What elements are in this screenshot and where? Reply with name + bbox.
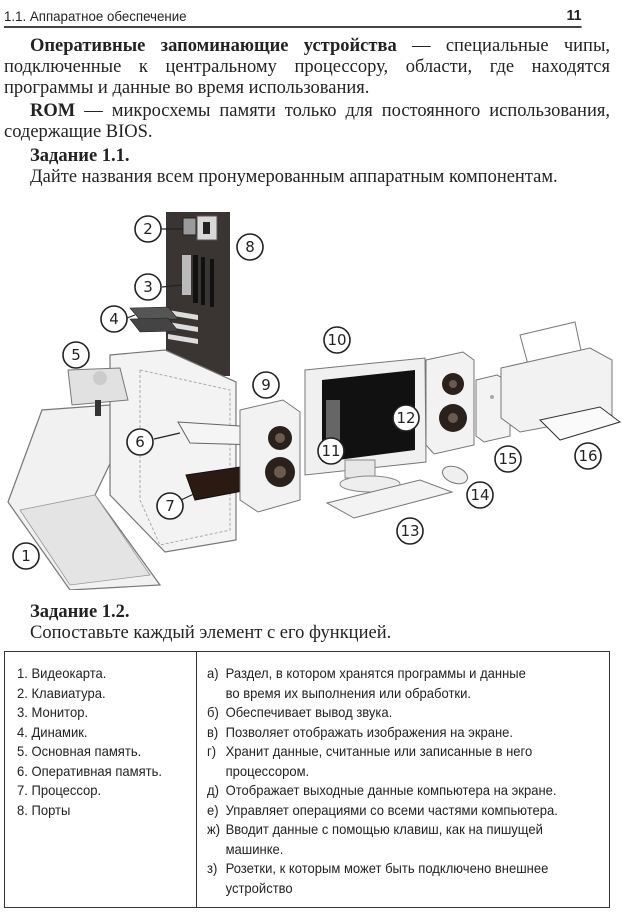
function-item-e: е) Управляет операциями со всеми частями … [207, 801, 573, 821]
callout-label: 7 [165, 497, 175, 515]
function-letter: в) [207, 723, 219, 740]
function-text: Хранит данные, считанные или записанные … [225, 743, 533, 759]
task-1-2-instruction: Сопоставьте каждый элемент с его функцие… [30, 623, 392, 643]
function-text: устройство [225, 879, 293, 896]
function-letter: е) [207, 801, 219, 818]
function-letter: д) [207, 782, 219, 798]
function-text: Вводит данные с помощью клавиш, как на п… [225, 821, 543, 837]
definition-rom: — микросхемы памяти только для постоянно… [4, 101, 610, 142]
function-text: Управляет операциями со всеми частями ко… [225, 801, 558, 818]
callout-label: 14 [470, 486, 489, 504]
task-1-2: Задание 1.2. Сопоставьте каждый элемент … [30, 602, 391, 644]
element-item: 3. Монитор. [17, 704, 89, 720]
callout-label: 15 [498, 450, 517, 468]
callout-label: 3 [143, 278, 153, 296]
task-1-2-title: Задание 1.2. [30, 602, 130, 622]
matching-table: 1. Видеокарта. 2. Клавиатура. 3. Монитор… [4, 651, 610, 908]
printer-illustration [500, 321, 622, 441]
element-item: 6. Оперативная память. [17, 762, 163, 779]
callout-label: 5 [71, 346, 81, 364]
term-ram: Оперативные запоминающие устройства [30, 36, 397, 56]
callout-16: 16 [574, 442, 602, 470]
callout-label: 8 [245, 238, 255, 256]
callout-label: 16 [578, 447, 597, 465]
element-item: 4. Динамик. [17, 723, 88, 740]
function-item-d: д) Отображает выходные данные компьютера … [207, 781, 573, 801]
function-item-z: з) Розетки, к которым может быть подключе… [207, 859, 573, 898]
term-rom: ROM [30, 101, 76, 121]
callout-4: 4 [100, 305, 128, 333]
callout-label: 9 [261, 376, 271, 394]
task-1-1: Задание 1.1. Дайте названия всем пронуме… [30, 146, 558, 188]
callout-12: 12 [392, 404, 420, 432]
callout-11: 11 [317, 437, 345, 465]
element-item: 8. Порты [17, 801, 71, 818]
callout-14: 14 [466, 481, 494, 509]
task-1-1-instruction: Дайте названия всем пронумерованным аппа… [30, 167, 558, 187]
function-text: Раздел, в котором хранятся программы и д… [225, 665, 526, 681]
function-text: процессором. [225, 762, 310, 779]
paragraph-ram: Оперативные запоминающие устройства — сп… [4, 36, 610, 99]
keyboard-illustration [325, 479, 454, 519]
callout-5: 5 [62, 341, 90, 369]
callout-label: 4 [109, 310, 119, 328]
callout-label: 2 [143, 220, 153, 238]
element-item: 5. Основная память. [17, 743, 142, 759]
functions-column: а) Раздел, в котором хранятся программы и… [197, 652, 610, 908]
function-text: Розетки, к которым может быть подключено… [225, 860, 549, 876]
callout-label: 10 [327, 331, 346, 349]
definition-ram: — специальные чипы, подключенные к центр… [4, 36, 610, 98]
function-letter: г) [207, 743, 217, 759]
function-item-g: г) Хранит данные, считанные или записанны… [207, 742, 573, 781]
elements-column: 1. Видеокарта. 2. Клавиатура. 3. Монитор… [4, 651, 197, 908]
speaker-right-illustration [425, 351, 475, 455]
function-text: машинке. [225, 840, 284, 857]
mouse-illustration [441, 465, 469, 485]
element-item: 1. Видеокарта. [17, 665, 107, 681]
speaker-left-illustration [239, 399, 301, 513]
callout-9: 9 [252, 371, 280, 399]
callout-6: 6 [126, 428, 154, 456]
callout-label: 13 [400, 522, 419, 540]
callout-13: 13 [396, 517, 424, 545]
function-text: Отображает выходные данные компьютера на… [225, 782, 557, 798]
function-item-a: а) Раздел, в котором хранятся программы и… [207, 664, 573, 703]
function-letter: б) [207, 704, 219, 720]
function-letter: а) [207, 665, 219, 681]
callout-2: 2 [134, 215, 162, 243]
function-letter: ж) [207, 821, 221, 837]
leader-lines [126, 228, 199, 501]
callout-3: 3 [134, 273, 162, 301]
scanner-illustration [7, 404, 162, 590]
callout-label: 1 [21, 547, 31, 565]
section-title: 1.1. Аппаратное обеспечение [4, 8, 187, 24]
function-text: во время их выполнения или обработки. [225, 684, 472, 701]
function-item-v: в) Позволяет отображать изображения на эк… [207, 723, 573, 743]
function-text: Позволяет отображать изображения на экра… [225, 723, 514, 740]
function-letter: з) [207, 860, 218, 876]
task-1-1-title: Задание 1.1. [30, 146, 130, 166]
callout-label: 6 [135, 433, 145, 451]
paragraph-rom: ROM — микросхемы памяти только для посто… [4, 101, 610, 143]
page-number: 11 [566, 7, 582, 24]
callout-label: 11 [321, 442, 340, 460]
element-item: 7. Процессор. [17, 782, 102, 798]
system-unit-illustration [67, 349, 260, 553]
callout-10: 10 [323, 326, 351, 354]
function-text: Обеспечивает вывод звука. [225, 704, 393, 720]
function-item-zh: ж)Вводит данные с помощью клавиш, как на… [207, 820, 573, 859]
callout-7: 7 [156, 492, 184, 520]
function-item-b: б) Обеспечивает вывод звука. [207, 703, 573, 723]
running-head: 1.1. Аппаратное обеспечение 11 [4, 2, 582, 28]
callout-8: 8 [236, 233, 264, 261]
callout-15: 15 [494, 445, 522, 473]
element-item: 2. Клавиатура. [17, 684, 106, 701]
hardware-diagram: 1 2 3 4 5 6 7 8 9 10 11 12 13 14 15 16 [7, 212, 622, 590]
callout-1: 1 [12, 542, 40, 570]
motherboard-illustration [129, 212, 230, 376]
callout-label: 12 [396, 409, 415, 427]
